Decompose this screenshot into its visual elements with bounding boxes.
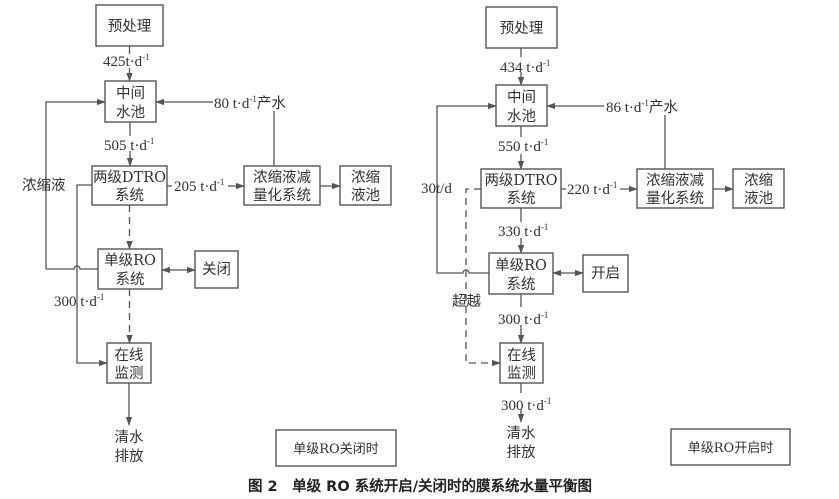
- right-pretreat-box: [485, 6, 558, 49]
- left-bypass-line: [76, 184, 108, 367]
- right-pretreat-label: 预处理: [500, 20, 544, 37]
- left-reduction-label-2: 量化系统: [253, 187, 311, 204]
- left-dtro-label-2: 系统: [115, 187, 144, 204]
- left-ro-label-1: 单级RO: [104, 252, 156, 269]
- left-conc-pool-label-1: 浓缩: [351, 169, 380, 186]
- left-pretreat-box: [95, 4, 164, 47]
- left-reduction-label-1: 浓缩液减: [253, 169, 311, 186]
- right-flow-monitor-to-discharge: 300 t·d-1: [501, 396, 551, 414]
- left-monitor-label-2: 监测: [115, 365, 144, 382]
- left-conc-pool-box: [339, 165, 392, 206]
- left-flow-pretreat-to-pool: 425t·d-1: [103, 52, 150, 70]
- right-flow-dtro-to-reduction: 220 t·d-1: [567, 180, 617, 198]
- right-reduction-label-2: 量化系统: [646, 190, 704, 207]
- left-concentrate-label: 浓缩液: [22, 177, 66, 194]
- right-diagram-ro-on: 预处理 中间 水池 两级DTRO 系统 浓缩液减 量化系统 浓缩 液池 单级RO…: [421, 6, 791, 466]
- left-flow-bypass: 300 t·d-1: [54, 292, 104, 310]
- left-mid-pool-label-2: 水池: [116, 104, 145, 121]
- left-discharge-label-1: 清水: [115, 429, 144, 446]
- left-flow-dtro-to-reduction: 205 t·d-1: [174, 177, 224, 195]
- right-legend-label: 单级RO开启时: [688, 441, 773, 456]
- right-bypass-label: 超越: [452, 293, 481, 310]
- left-conc-pool-label-2: 液池: [351, 187, 380, 204]
- right-ro-state-label: 开启: [591, 265, 620, 282]
- right-monitor-label-1: 在线: [507, 347, 536, 364]
- left-monitor-label-1: 在线: [115, 347, 144, 364]
- figure-caption: 图 2 单级 RO 系统开启/关闭时的膜系统水量平衡图: [248, 477, 592, 495]
- right-flow-dtro-to-ro: 330 t·d-1: [498, 222, 548, 240]
- right-monitor-box: [499, 342, 544, 384]
- right-discharge-label-1: 清水: [507, 425, 536, 442]
- right-mid-pool-label-1: 中间: [507, 89, 536, 106]
- right-reduction-label-1: 浓缩液减: [646, 172, 704, 189]
- left-discharge-label-2: 排放: [115, 448, 144, 465]
- right-monitor-label-2: 监测: [507, 365, 536, 382]
- left-diagram-ro-off: 预处理 中间 水池 两级DTRO 系统 浓缩液减 量化系统 浓缩 液池 单级RO…: [22, 4, 397, 467]
- right-flow-pretreat-to-pool: 434 t·d-1: [500, 58, 550, 76]
- left-flow-product-return: 80 t·d-1产水: [214, 94, 286, 112]
- right-discharge-label-2: 排放: [507, 444, 536, 461]
- left-dtro-label-1: 两级DTRO: [93, 169, 166, 186]
- left-mid-pool-label-1: 中间: [116, 85, 145, 102]
- left-legend-label: 单级RO关闭时: [293, 442, 378, 457]
- right-ro-label-2: 系统: [507, 276, 536, 293]
- left-concentrate-loop: [45, 98, 106, 270]
- right-legend-box: [670, 428, 791, 466]
- right-dtro-label-1: 两级DTRO: [484, 172, 557, 189]
- right-ro-label-1: 单级RO: [495, 257, 547, 274]
- left-ro-state-label: 关闭: [202, 261, 231, 278]
- right-mid-pool-label-2: 水池: [507, 108, 536, 125]
- left-ro-state-box: [194, 250, 239, 289]
- left-mid-pool-box: [104, 80, 157, 123]
- left-flow-pool-to-dtro: 505 t·d-1: [104, 136, 154, 154]
- right-flow-pool-to-dtro: 550 t·d-1: [498, 137, 548, 155]
- right-ro-state-box: [582, 254, 629, 293]
- right-concentrate-loop: [436, 102, 497, 274]
- right-flow-ro-to-monitor: 300 t·d-1: [498, 310, 548, 328]
- right-conc-pool-label-2: 液池: [744, 190, 773, 207]
- right-concentrate-return-label: 30t/d: [421, 181, 452, 197]
- right-bypass-dashed: [465, 188, 501, 367]
- right-dtro-label-2: 系统: [507, 190, 536, 207]
- right-flow-product-return: 86 t·d-1产水: [606, 98, 678, 116]
- left-pretreat-label: 预处理: [108, 18, 152, 35]
- right-conc-pool-box: [732, 168, 785, 209]
- right-conc-pool-label-1: 浓缩: [744, 172, 773, 189]
- left-ro-label-2: 系统: [116, 271, 145, 288]
- left-legend-box: [275, 429, 397, 467]
